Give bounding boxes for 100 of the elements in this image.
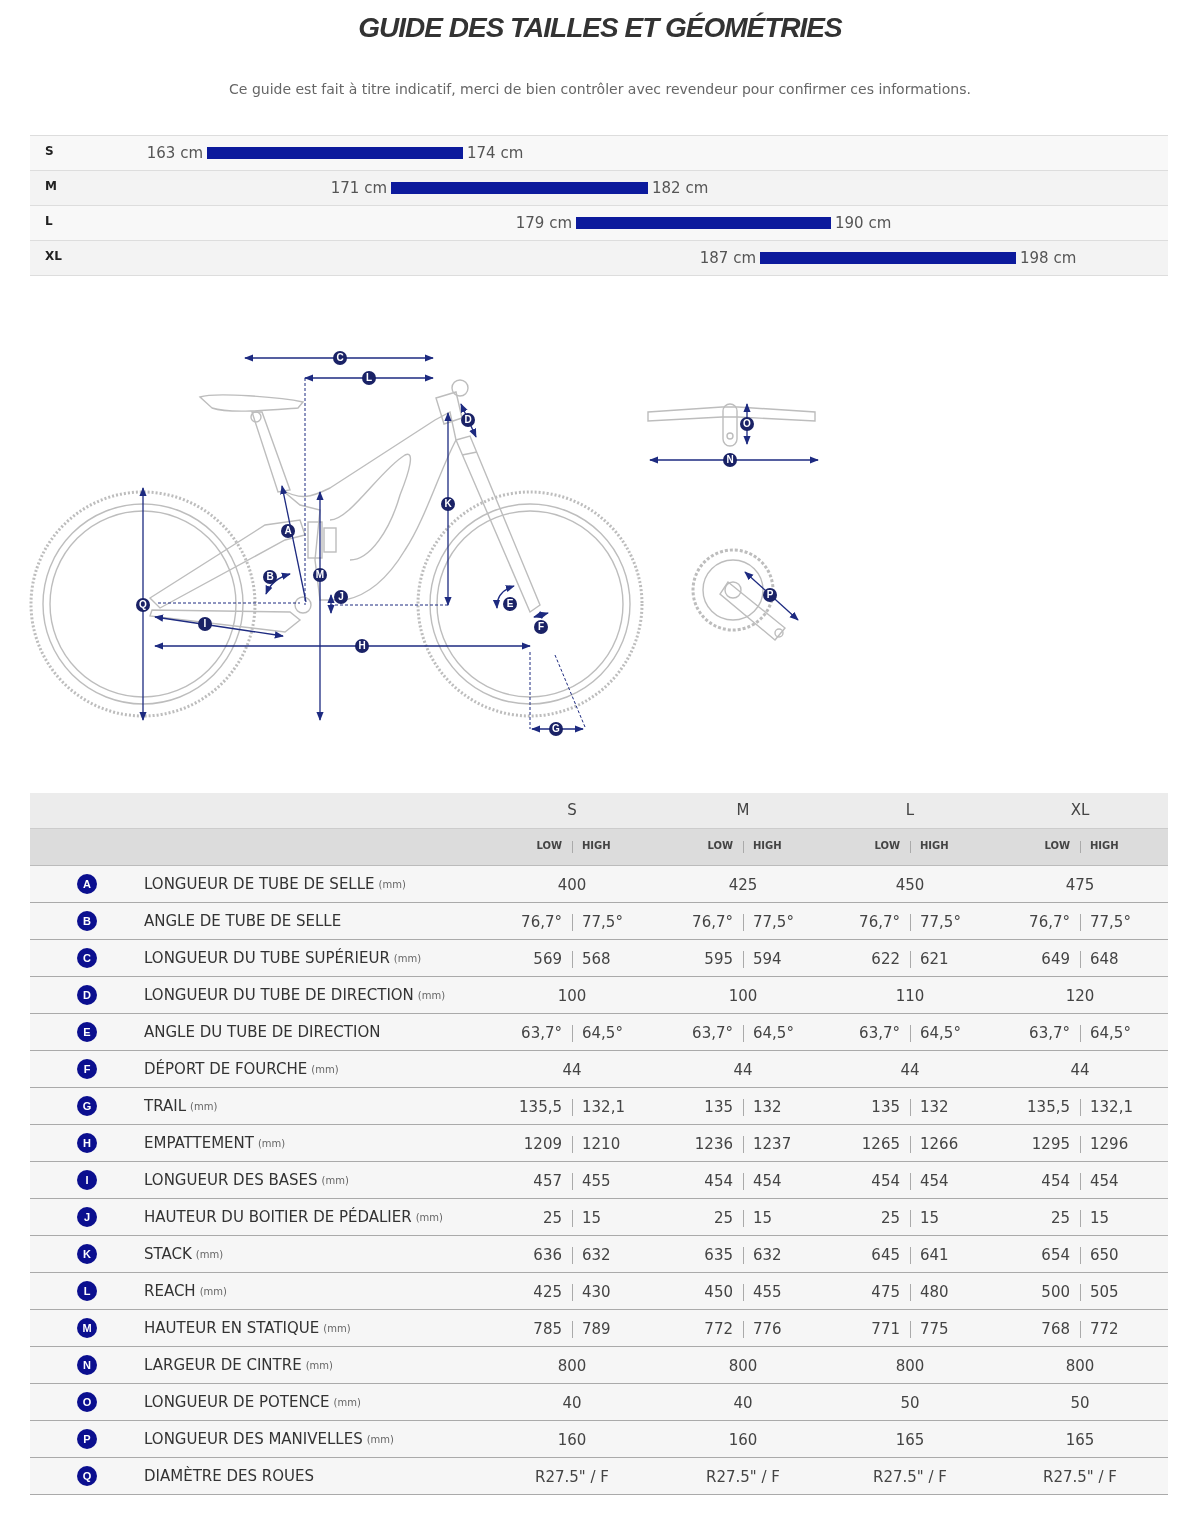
table-value: 160: [556, 1431, 588, 1449]
dimension-letter: B: [263, 570, 277, 584]
table-value: 645: [871, 1246, 900, 1264]
table-value: R27.5" / F: [705, 1468, 781, 1486]
size-label: 187 cm: [699, 249, 756, 267]
unit-note: (mm): [323, 1323, 351, 1334]
column-subheader: LOW: [1044, 840, 1070, 851]
column-subheader: HIGH: [920, 840, 949, 851]
table-value: 77,5°: [1090, 913, 1131, 931]
table-value: 77,5°: [753, 913, 794, 931]
table-value: 450: [704, 1283, 733, 1301]
table-value: 772: [1090, 1320, 1119, 1338]
table-value: 635: [704, 1246, 733, 1264]
table-value: 110: [894, 987, 926, 1005]
table-value: 649: [1041, 950, 1070, 968]
table-value: 132,1: [582, 1098, 625, 1116]
size-label: S: [45, 144, 54, 158]
table-value: 135,5: [519, 1098, 562, 1116]
table-value: 44: [899, 1061, 921, 1079]
parameter-name: ANGLE DU TUBE DE DIRECTION: [144, 1023, 381, 1041]
table-value: 455: [753, 1283, 782, 1301]
dimension-letter: M: [313, 568, 327, 582]
table-value: 569: [533, 950, 562, 968]
table-value: 132,1: [1090, 1098, 1133, 1116]
parameter-name: REACH: [144, 1282, 196, 1300]
dimension-letter: P: [763, 588, 777, 602]
table-value: 500: [1041, 1283, 1070, 1301]
table-value: 800: [727, 1357, 759, 1375]
table-value: 771: [871, 1320, 900, 1338]
table-value: 650: [1090, 1246, 1119, 1264]
table-value: 40: [561, 1394, 583, 1412]
size-label: M: [45, 179, 57, 193]
parameter-name: DÉPORT DE FOURCHE: [144, 1060, 308, 1078]
table-value: 63,7°: [1029, 1024, 1070, 1042]
table-value: 77,5°: [920, 913, 961, 931]
table-value: R27.5" / F: [534, 1468, 610, 1486]
table-value: 135: [704, 1098, 733, 1116]
table-value: 450: [894, 876, 926, 894]
table-value: 430: [582, 1283, 611, 1301]
table-value: 40: [732, 1394, 754, 1412]
table-value: 64,5°: [753, 1024, 794, 1042]
table-value: 120: [1064, 987, 1096, 1005]
column-header: XL: [1069, 801, 1091, 819]
table-value: 772: [704, 1320, 733, 1338]
parameter-name: LONGUEUR DES MANIVELLES: [144, 1430, 363, 1448]
table-value: 776: [753, 1320, 782, 1338]
table-value: 632: [753, 1246, 782, 1264]
size-label: 190 cm: [835, 214, 892, 232]
dimension-letter: E: [503, 597, 517, 611]
table-value: 789: [582, 1320, 611, 1338]
column-subheader: HIGH: [1090, 840, 1119, 851]
dimension-letter: I: [198, 617, 212, 631]
table-value: 165: [894, 1431, 926, 1449]
table-value: R27.5" / F: [1042, 1468, 1118, 1486]
table-value: 165: [1064, 1431, 1096, 1449]
dimension-letter: N: [723, 453, 737, 467]
parameter-name: LONGUEUR DES BASES: [144, 1171, 318, 1189]
table-value: 25: [1050, 1209, 1070, 1227]
parameter-name: LONGUEUR DU TUBE SUPÉRIEUR: [144, 949, 390, 967]
table-value: 454: [871, 1172, 900, 1190]
table-value: 76,7°: [1029, 913, 1070, 931]
column-header: M: [735, 801, 751, 819]
unit-note: (mm): [257, 1138, 286, 1149]
table-value: 654: [1041, 1246, 1070, 1264]
parameter-name: LONGUEUR DU TUBE DE DIRECTION: [144, 986, 414, 1004]
table-value: 25: [542, 1209, 562, 1227]
table-value: 132: [753, 1098, 782, 1116]
table-value: 50: [899, 1394, 921, 1412]
table-value: 800: [1064, 1357, 1096, 1375]
table-value: 135,5: [1027, 1098, 1070, 1116]
table-value: 15: [753, 1209, 773, 1227]
table-value: 132: [920, 1098, 949, 1116]
table-value: 1209: [523, 1135, 562, 1153]
table-value: 641: [920, 1246, 949, 1264]
table-value: 425: [533, 1283, 562, 1301]
column-header: L: [904, 801, 916, 819]
table-value: 100: [727, 987, 759, 1005]
table-value: 44: [561, 1061, 583, 1079]
table-value: 400: [556, 876, 588, 894]
dimension-letter: F: [534, 620, 548, 634]
table-value: 800: [894, 1357, 926, 1375]
table-value: 100: [556, 987, 588, 1005]
table-value: 568: [582, 950, 611, 968]
column-subheader: LOW: [707, 840, 733, 851]
table-value: 64,5°: [920, 1024, 961, 1042]
parameter-name: LONGUEUR DE TUBE DE SELLE: [144, 875, 375, 893]
table-value: 455: [582, 1172, 611, 1190]
dimension-letter: Q: [136, 598, 150, 612]
table-value: 44: [732, 1061, 754, 1079]
size-label: XL: [45, 249, 62, 263]
table-value: 63,7°: [859, 1024, 900, 1042]
size-label: 198 cm: [1020, 249, 1077, 267]
table-value: 480: [920, 1283, 949, 1301]
table-value: 454: [753, 1172, 782, 1190]
table-value: 1236: [694, 1135, 733, 1153]
table-value: R27.5" / F: [872, 1468, 948, 1486]
size-label: 163 cm: [146, 144, 203, 162]
table-value: 475: [871, 1283, 900, 1301]
dimension-letter: K: [441, 497, 455, 511]
dimension-letter: A: [281, 524, 295, 538]
